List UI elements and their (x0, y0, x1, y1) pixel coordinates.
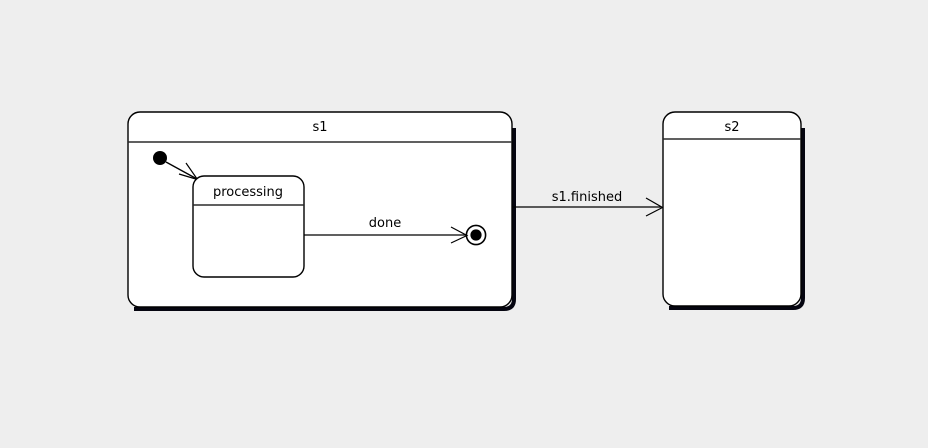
transition-initial-to-processing-line[interactable] (165, 161, 198, 180)
state-processing-body[interactable] (192, 175, 305, 278)
transition-label-done: done (369, 216, 401, 231)
final-state-inner-dot (470, 229, 482, 241)
state-processing-title: processing (213, 185, 283, 200)
state-s1-body[interactable] (127, 111, 513, 308)
transition-label-s1-finished: s1.finished (552, 190, 622, 205)
initial-state-dot[interactable] (153, 151, 167, 165)
state-s1-title: s1 (312, 120, 327, 135)
final-state-outer-ring[interactable] (465, 224, 487, 246)
state-s2-title: s2 (724, 120, 739, 135)
state-s2[interactable]: s2 (662, 111, 805, 310)
transition-s1-to-s2[interactable]: s1.finished (513, 190, 664, 217)
final-state-node[interactable] (465, 224, 487, 246)
state-s1[interactable]: s1 (127, 111, 516, 311)
initial-state-node[interactable] (153, 151, 167, 165)
state-processing[interactable]: processing (192, 175, 305, 278)
state-s2-body[interactable] (662, 111, 802, 307)
